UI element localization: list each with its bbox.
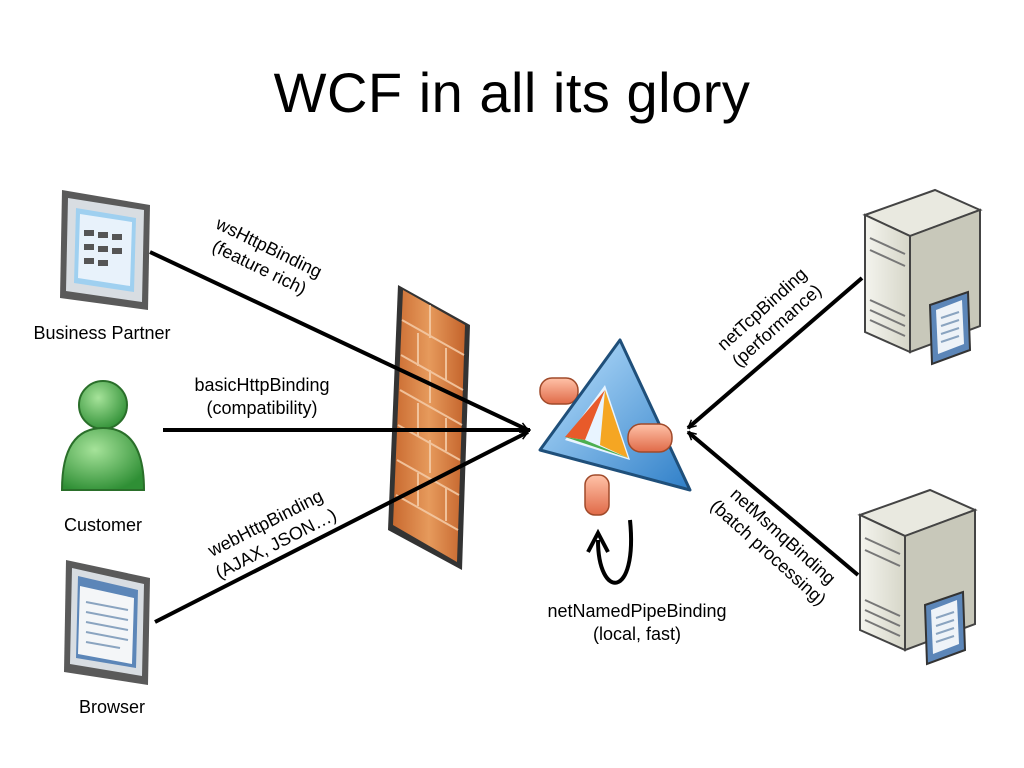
msmq-binding-line: [686, 430, 860, 577]
wcf-service-icon: [538, 338, 692, 516]
tcp-binding-line: [686, 276, 864, 430]
basic-binding-name: basicHttpBinding: [194, 375, 329, 395]
named-pipe-loop-arrow: [586, 519, 634, 585]
monitor-browser-icon: [64, 560, 150, 685]
customer-label: Customer: [64, 515, 142, 535]
basic-binding-note: (compatibility): [206, 398, 317, 418]
browser-label: Browser: [79, 697, 145, 717]
web-binding-line: [154, 430, 528, 624]
monitor-app-icon: [60, 190, 150, 310]
slide-title: WCF in all its glory: [273, 61, 751, 124]
tcp-binding-label-group: netTcpBinding (performance): [713, 264, 825, 371]
server-icon: [862, 188, 983, 366]
web-binding-label-group: webHttpBinding (AJAX, JSON…): [204, 486, 340, 583]
pipe-binding-note: (local, fast): [593, 624, 681, 644]
business-partner-label: Business Partner: [33, 323, 170, 343]
server-icon: [857, 488, 978, 666]
person-icon: [60, 380, 146, 491]
pipe-binding-name: netNamedPipeBinding: [547, 601, 726, 621]
firewall-brick-icon: [388, 285, 470, 570]
ws-binding-line: [149, 250, 528, 432]
ws-binding-label-group: wsHttpBinding (feature rich): [209, 213, 325, 299]
